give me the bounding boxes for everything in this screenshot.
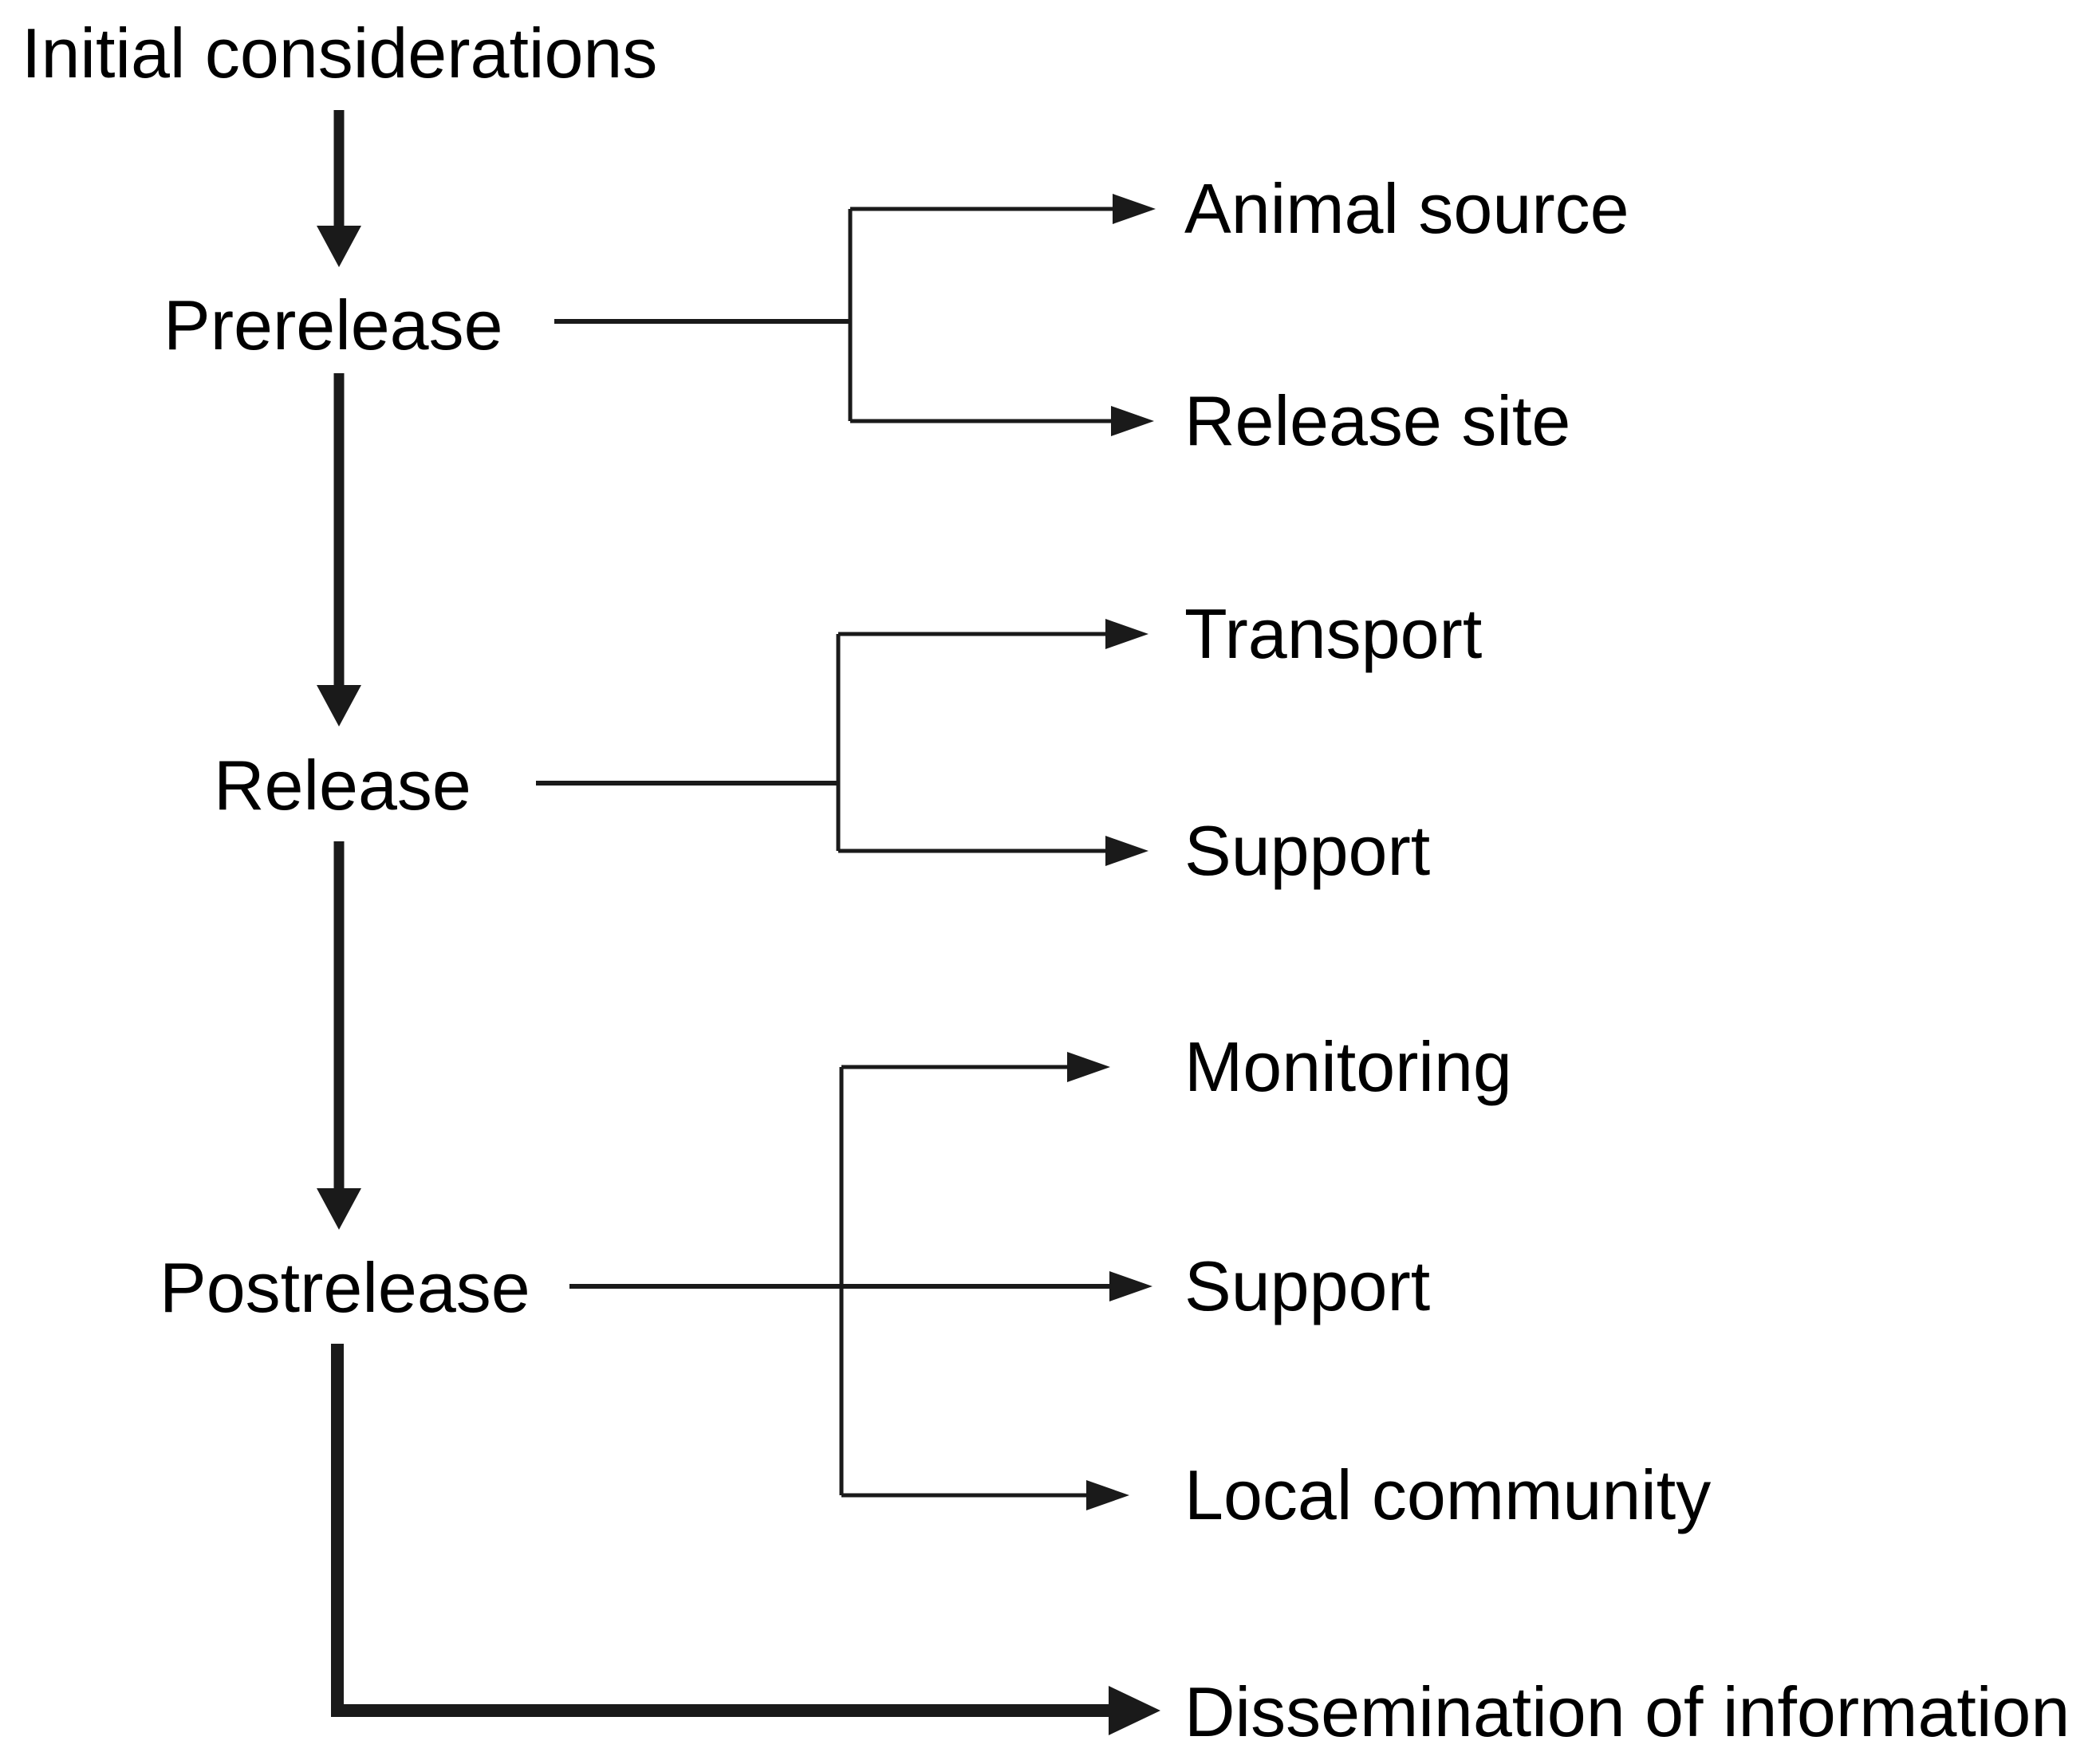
arrowhead-dissemination-icon: [1109, 1686, 1160, 1735]
arrowhead-support-postrelease-icon: [1109, 1271, 1152, 1301]
branch-label-local-community: Local community: [1184, 1455, 1712, 1534]
stage-label-release: Release: [214, 746, 471, 825]
arrowhead-release-site-icon: [1111, 406, 1154, 436]
arrowhead-initial-to-prerelease-icon: [317, 226, 361, 267]
arrowhead-transport-icon: [1105, 619, 1148, 649]
branch-label-animal-source: Animal source: [1184, 169, 1629, 248]
branch-label-support-release: Support: [1184, 811, 1431, 890]
arrowhead-local-community-icon: [1086, 1480, 1129, 1510]
arrowhead-support-release-icon: [1105, 836, 1148, 866]
stage-label-postrelease: Postrelease: [160, 1248, 530, 1327]
branch-label-release-site: Release site: [1184, 381, 1571, 460]
stage-label-initial-considerations: Initial considerations: [22, 14, 658, 93]
arrow-postrelease-to-dissemination: [331, 1344, 1109, 1717]
arrowhead-prerelease-to-release-icon: [317, 685, 361, 726]
arrowhead-monitoring-icon: [1067, 1052, 1110, 1082]
arrowhead-release-to-postrelease-icon: [317, 1188, 361, 1230]
branch-label-support-postrelease: Support: [1184, 1246, 1431, 1325]
stage-label-dissemination-of-information: Dissemination of information: [1184, 1672, 2070, 1751]
branch-label-transport: Transport: [1184, 594, 1483, 673]
stage-label-prerelease: Prerelease: [163, 285, 503, 364]
arrowhead-animal-source-icon: [1113, 194, 1156, 224]
branch-label-monitoring: Monitoring: [1184, 1027, 1512, 1106]
